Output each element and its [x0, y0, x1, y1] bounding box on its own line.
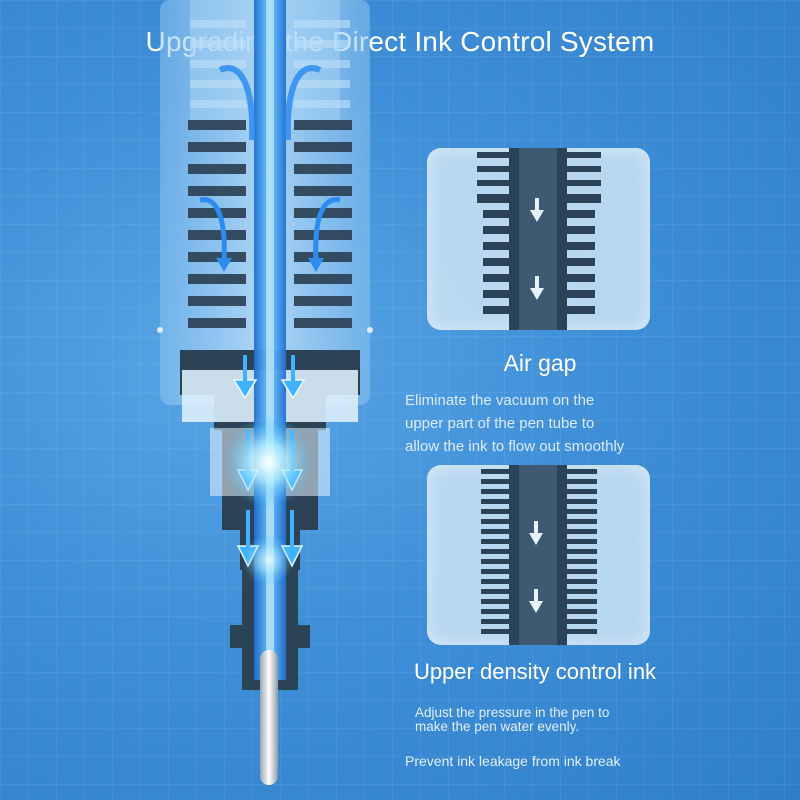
ink-glow-small — [242, 534, 294, 586]
adjust-line: Adjust the pressure in the pen to — [415, 705, 610, 720]
down-arrow-icon — [529, 521, 543, 613]
upper-density-heading: Upper density control ink — [413, 659, 657, 684]
ink-glow — [222, 416, 314, 508]
tube-dot — [367, 327, 373, 333]
air-gap-detail-panel — [427, 148, 650, 330]
curved-flow-arrow-icon — [313, 197, 341, 263]
adjust-line: make the pen water evenly. — [415, 719, 580, 734]
down-arrow-icon — [530, 198, 544, 300]
page-title: Upgrading the Direct Ink Control System — [145, 26, 655, 57]
upper-fins — [190, 20, 350, 108]
ball-tip-end — [260, 767, 278, 785]
density-control-detail-illustration — [481, 465, 597, 645]
curved-flow-arrow-icon — [284, 65, 322, 141]
curved-flow-arrow-icon — [199, 197, 227, 263]
air-gap-line: upper part of the pen tube to — [405, 415, 595, 432]
down-arrow-icon — [216, 258, 232, 272]
air-gap-heading: Air gap — [503, 350, 577, 376]
pen-cross-section — [157, 0, 373, 785]
ball-tip — [260, 650, 278, 778]
down-arrow-icon — [308, 258, 324, 272]
air-gap-line: Eliminate the vacuum on the — [405, 392, 595, 409]
prevent-leak-text: Prevent ink leakage from ink break — [405, 753, 621, 769]
air-gap-description: Eliminate the vacuum on the upper part o… — [405, 389, 695, 458]
curved-flow-arrow-icon — [218, 65, 256, 141]
ink-core-highlight — [266, 0, 274, 680]
air-gap-line: allow the ink to flow out smoothly — [405, 438, 625, 455]
upper-density-description: Adjust the pressure in the pen to make t… — [415, 706, 675, 734]
air-gap-detail-illustration — [477, 148, 601, 330]
tube-dot — [157, 327, 163, 333]
density-control-detail-panel — [427, 465, 650, 645]
